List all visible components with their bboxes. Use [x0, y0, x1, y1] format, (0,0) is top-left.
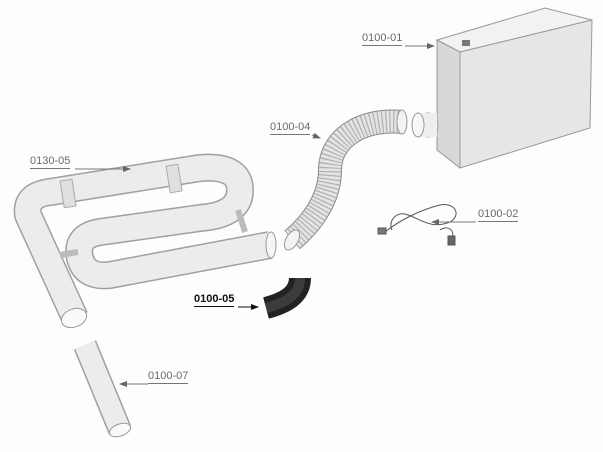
power-cable-part [377, 204, 457, 246]
label-unit: 0100-01 [362, 32, 403, 46]
label-elbow: 0100-05 [194, 293, 235, 307]
label-u-pipe: 0130-05 [30, 155, 71, 169]
straight-pipe-part [73, 340, 132, 438]
leader-lines [75, 43, 476, 387]
unit-box-part [411, 7, 593, 170]
flex-hose-part [283, 109, 408, 251]
label-power-cable: 0100-02 [478, 208, 519, 222]
label-straight-pipe: 0100-07 [148, 370, 189, 384]
label-flex-hose: 0100-04 [270, 121, 311, 135]
u-pipe-part [13, 153, 277, 329]
elbow-part [262, 276, 311, 319]
